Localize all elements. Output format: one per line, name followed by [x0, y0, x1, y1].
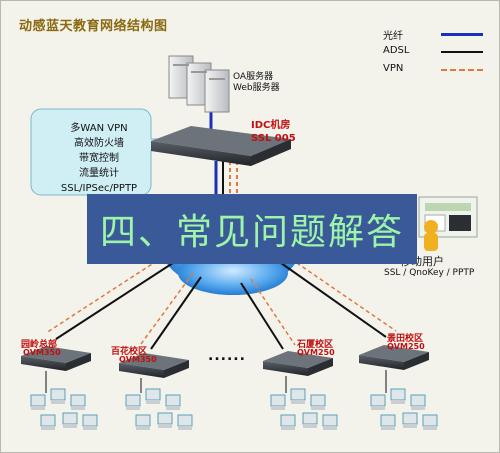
idc-router-icon [151, 126, 291, 166]
idc-label: IDC机房 SSL 005 [251, 119, 296, 145]
branch-model-shixia: QVM250 [297, 348, 335, 357]
legend-fiber-swatch [441, 33, 483, 36]
branch-name-shixia: 石厦校区 [297, 340, 334, 350]
idc-name: IDC机房 [251, 120, 291, 131]
legend-vpn-swatch [441, 69, 483, 71]
branch-model-baihua: QVM350 [119, 355, 157, 364]
section-banner: 四、常见问题解答 [87, 194, 417, 264]
legend-adsl-swatch [441, 51, 483, 53]
diagram-title: 动感蓝天教育网络结构图 [19, 19, 168, 34]
idc-model: SSL 005 [251, 133, 296, 144]
legend: 光纤 ADSL VPN [371, 25, 491, 79]
more-branches-ellipsis: ...... [208, 348, 246, 364]
server-label-oa: OA服务器 [233, 72, 274, 82]
legend-fiber-label: 光纤 [383, 31, 403, 42]
legend-fiber: 光纤 [371, 25, 491, 43]
branch-router-icon [21, 346, 91, 371]
feature-item: SSL/IPSec/PPTP [60, 183, 138, 194]
branch-model-jingtian: QVM250 [387, 342, 425, 351]
branch-router-icon [119, 353, 189, 378]
legend-adsl: ADSL [371, 43, 491, 61]
mobile-user-icon [418, 196, 478, 251]
feature-item: 高效防火墙 [74, 138, 124, 149]
server-icon [168, 55, 230, 113]
branch-name-baihua: 百花校区 [111, 347, 148, 357]
feature-item: 流量统计 [79, 168, 119, 179]
banner-heading: 四、常见问题解答 [99, 212, 404, 253]
feature-item: 多WAN VPN [70, 123, 128, 134]
mobile-protocols: SSL / QnoKey / PPTP [384, 268, 475, 278]
legend-vpn-label: VPN [383, 63, 404, 74]
feature-list: 多WAN VPN 高效防火墙 带宽控制 流量统计 SSL/IPSec/PPTP [49, 121, 149, 196]
branch-links [45, 235, 412, 350]
server-label-web: Web服务器 [233, 83, 280, 93]
branch-router-icon [359, 345, 429, 370]
pc-cluster-icon [125, 388, 193, 430]
pc-cluster-icon [30, 388, 98, 430]
branch-model-yuanling: QVM350 [23, 348, 61, 357]
legend-vpn: VPN [371, 61, 491, 79]
branch-name-jingtian: 景田校区 [387, 334, 424, 344]
legend-adsl-label: ADSL [383, 45, 410, 56]
pc-cluster-icon [370, 388, 438, 430]
lan-links [45, 370, 387, 393]
branch-router-icon [263, 351, 333, 376]
pc-cluster-icon [270, 388, 338, 430]
feature-item: 带宽控制 [79, 153, 119, 164]
branch-name-yuanling: 园岭总部 [21, 340, 58, 350]
